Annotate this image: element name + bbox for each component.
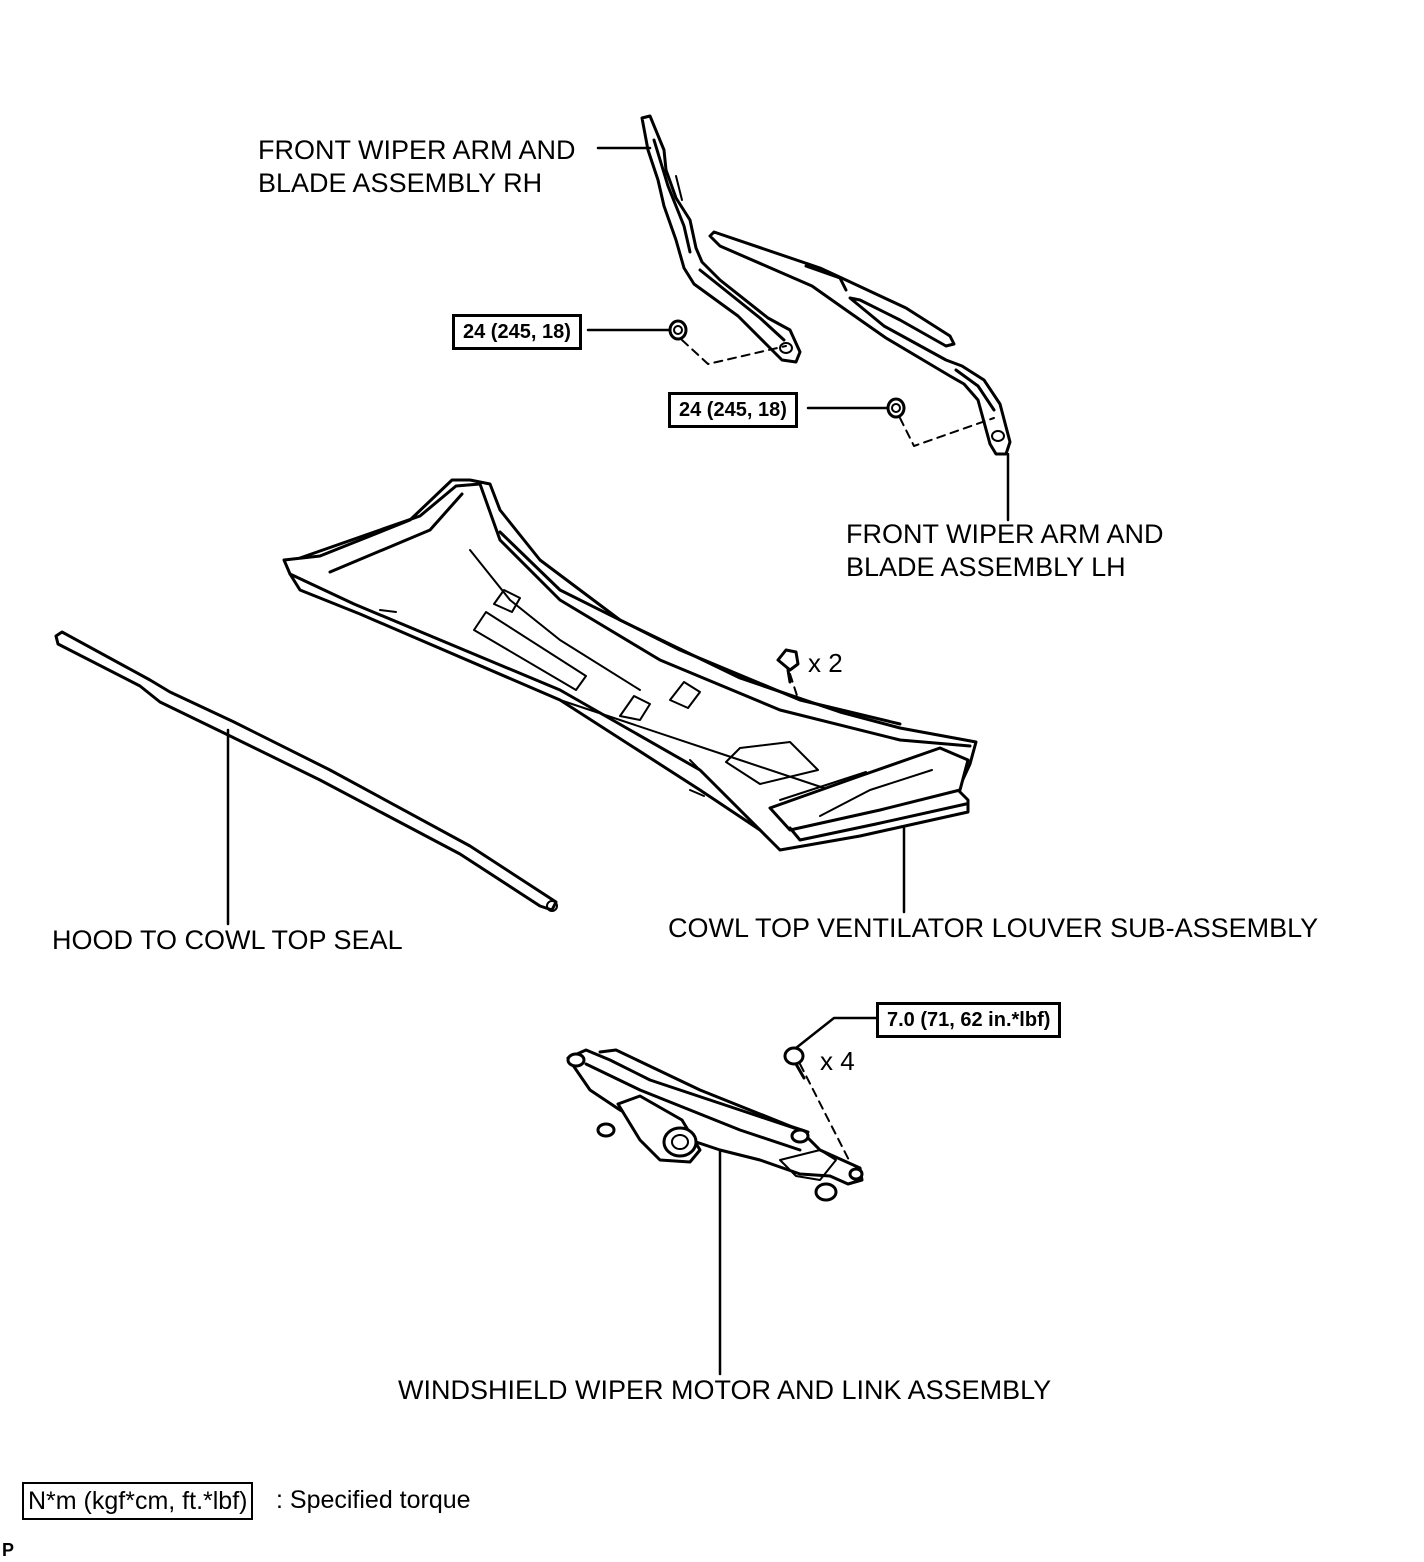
hood-seal: [54, 630, 558, 912]
torque-spec-motor-bolt: 7.0 (71, 62 in.*lbf): [876, 1002, 1062, 1038]
clip-quantity: x 2: [808, 648, 843, 678]
wiper-nut-lh: [886, 397, 906, 419]
cowl-louver: [282, 478, 978, 852]
label-wiper-arm-lh: FRONT WIPER ARM AND BLADE ASSEMBLY LH: [846, 519, 1164, 582]
legend-torque-unit: N*m (kgf*cm, ft.*lbf): [22, 1482, 254, 1520]
corner-mark: P: [2, 1540, 15, 1560]
label-cowl-louver: COWL TOP VENTILATOR LOUVER SUB-ASSEMBLY: [668, 913, 1319, 943]
label-wiper-arm-rh: FRONT WIPER ARM AND BLADE ASSEMBLY RH: [258, 135, 576, 198]
wiper-arm-rh: [640, 114, 802, 364]
legend-description: : Specified torque: [276, 1486, 471, 1514]
wiper-arm-lh: [708, 230, 1012, 456]
label-hood-seal: HOOD TO COWL TOP SEAL: [52, 925, 403, 955]
torque-spec-lh-nut: 24 (245, 18): [668, 392, 798, 428]
bolt-quantity: x 4: [820, 1046, 855, 1076]
wiper-nut-rh: [668, 319, 688, 341]
cowl-clip: [776, 648, 800, 684]
torque-spec-rh-nut: 24 (245, 18): [452, 314, 582, 350]
label-wiper-motor: WINDSHIELD WIPER MOTOR AND LINK ASSEMBLY: [398, 1375, 1052, 1405]
motor-bolt: [783, 1046, 806, 1080]
leader-lines: [226, 146, 1010, 1376]
wiper-motor-link: [566, 1048, 864, 1202]
